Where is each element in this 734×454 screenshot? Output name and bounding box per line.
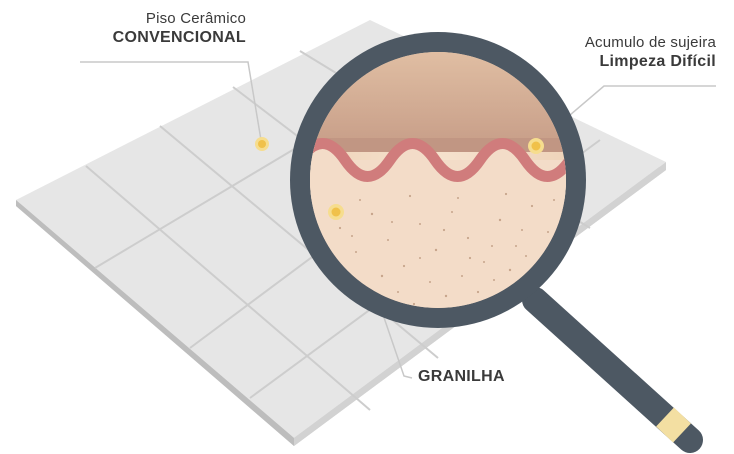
magnifier-handle xyxy=(535,300,690,440)
dirt-marker xyxy=(528,138,544,154)
dirt-label: Acumulo de sujeira Limpeza Difícil xyxy=(585,34,716,71)
dirt-label-line2: Limpeza Difícil xyxy=(585,53,716,71)
tile-label-line1: Piso Cerâmico xyxy=(113,10,246,27)
granilha-label-text: GRANILHA xyxy=(418,368,505,386)
granilha-marker xyxy=(328,204,344,220)
tile-label-line2: CONVENCIONAL xyxy=(113,29,246,47)
dirt-label-line1: Acumulo de sujeira xyxy=(585,34,716,51)
tile-marker xyxy=(255,137,269,151)
tile-label: Piso Cerâmico CONVENCIONAL xyxy=(113,10,246,47)
granilha-label: GRANILHA xyxy=(418,366,505,386)
